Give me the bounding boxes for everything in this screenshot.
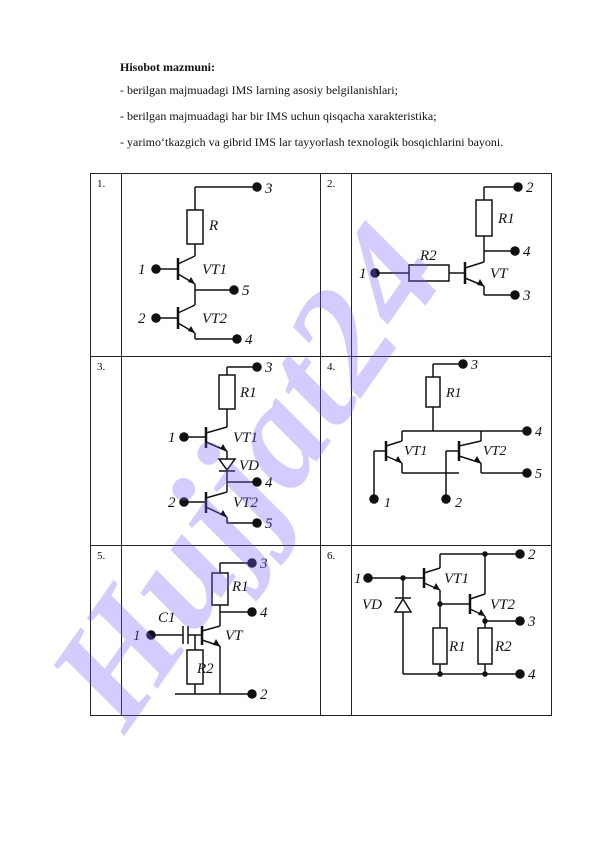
terminal-4-label: 4	[535, 425, 542, 440]
terminal-3-label: 3	[264, 181, 273, 197]
terminal-1-label: 1	[354, 571, 362, 587]
resistor-r1-label: R1	[445, 386, 462, 401]
terminal-1-label: 1	[384, 496, 391, 511]
transistor-vt2-label: VT2	[483, 444, 506, 459]
circuit-diagram-2: 2 R1 4 R2 1 VT 3	[351, 173, 552, 357]
terminal-3-label: 3	[264, 360, 273, 376]
capacitor-c1-label: C1	[158, 610, 176, 626]
circuit-diagram-5: 3 R1 4 C1 1 VT R2 2	[121, 545, 321, 716]
transistor-vt-label: VT	[490, 266, 509, 282]
terminal-3-label: 3	[259, 556, 268, 572]
terminal-4-label: 4	[245, 332, 253, 348]
transistor-vt2-label: VT2	[233, 495, 259, 511]
circuit-diagram-3: 3 R1 1 VT1 VD 4 2 VT2 5	[121, 356, 321, 546]
terminal-1-label: 1	[168, 430, 176, 446]
transistor-vt1-label: VT1	[233, 430, 258, 446]
terminal-2-label: 2	[260, 687, 268, 703]
report-item-2: - berilgan majmuadagi har bir IMS uchun …	[120, 109, 437, 123]
resistor-r2-label: R2	[419, 248, 437, 264]
resistor-r-label: R	[208, 218, 218, 234]
terminal-4-label: 4	[265, 475, 273, 491]
report-item-3: - yarimo‘tkazgich va gibrid IMS lar tayy…	[120, 135, 504, 149]
terminal-4-label: 4	[528, 667, 536, 683]
report-heading: Hisobot mazmuni:	[120, 60, 216, 74]
terminal-5-label: 5	[535, 467, 542, 482]
terminal-1-label: 1	[359, 266, 367, 282]
circuit-number-5: 5.	[90, 545, 122, 716]
terminal-1-label: 1	[138, 262, 146, 278]
transistor-vt1-label: VT1	[404, 444, 427, 459]
transistor-vt-label: VT	[225, 628, 244, 644]
terminal-2-label: 2	[526, 180, 534, 196]
circuit-number-1: 1.	[90, 173, 122, 357]
terminal-2-label: 2	[455, 496, 462, 511]
circuit-number-6: 6.	[320, 545, 352, 716]
diode-vd-label: VD	[239, 458, 259, 474]
report-item-1: - berilgan majmuadagi IMS larning asosiy…	[120, 83, 398, 97]
transistor-vt1-label: VT1	[444, 571, 469, 587]
terminal-4-label: 4	[523, 244, 531, 260]
terminal-3-label: 3	[522, 288, 531, 304]
terminal-2-label: 2	[528, 547, 536, 563]
terminal-3-label: 3	[470, 358, 478, 373]
circuit-diagram-1: 3 R 1 VT1 5 2 VT2 4	[121, 173, 321, 357]
terminal-4-label: 4	[260, 605, 268, 621]
terminal-2-label: 2	[138, 311, 146, 327]
circuit-diagram-6: 2 1 VT1 VD VT2 3 R1 R2 4	[351, 545, 552, 716]
resistor-r2-label: R2	[196, 661, 214, 677]
terminal-5-label: 5	[242, 283, 250, 299]
resistor-r2-label: R2	[494, 639, 512, 655]
circuit-number-2: 2.	[320, 173, 352, 357]
resistor-r1-label: R1	[231, 579, 249, 595]
terminal-2-label: 2	[168, 495, 176, 511]
circuit-diagram-4: 3 R1 VT1 VT2 4 5 1 2	[351, 356, 552, 546]
terminal-3-label: 3	[527, 614, 536, 630]
terminal-1-label: 1	[133, 628, 141, 644]
transistor-vt1-label: VT1	[202, 262, 227, 278]
transistor-vt2-label: VT2	[490, 597, 516, 613]
diode-vd-label: VD	[362, 597, 382, 613]
resistor-r1-label: R1	[239, 385, 257, 401]
resistor-r1-label: R1	[497, 211, 515, 227]
circuit-number-4: 4.	[320, 356, 352, 546]
circuit-table: 1.	[90, 173, 552, 716]
transistor-vt2-label: VT2	[202, 311, 228, 327]
circuit-number-3: 3.	[90, 356, 122, 546]
resistor-r1-label: R1	[448, 639, 466, 655]
terminal-5-label: 5	[265, 516, 273, 532]
